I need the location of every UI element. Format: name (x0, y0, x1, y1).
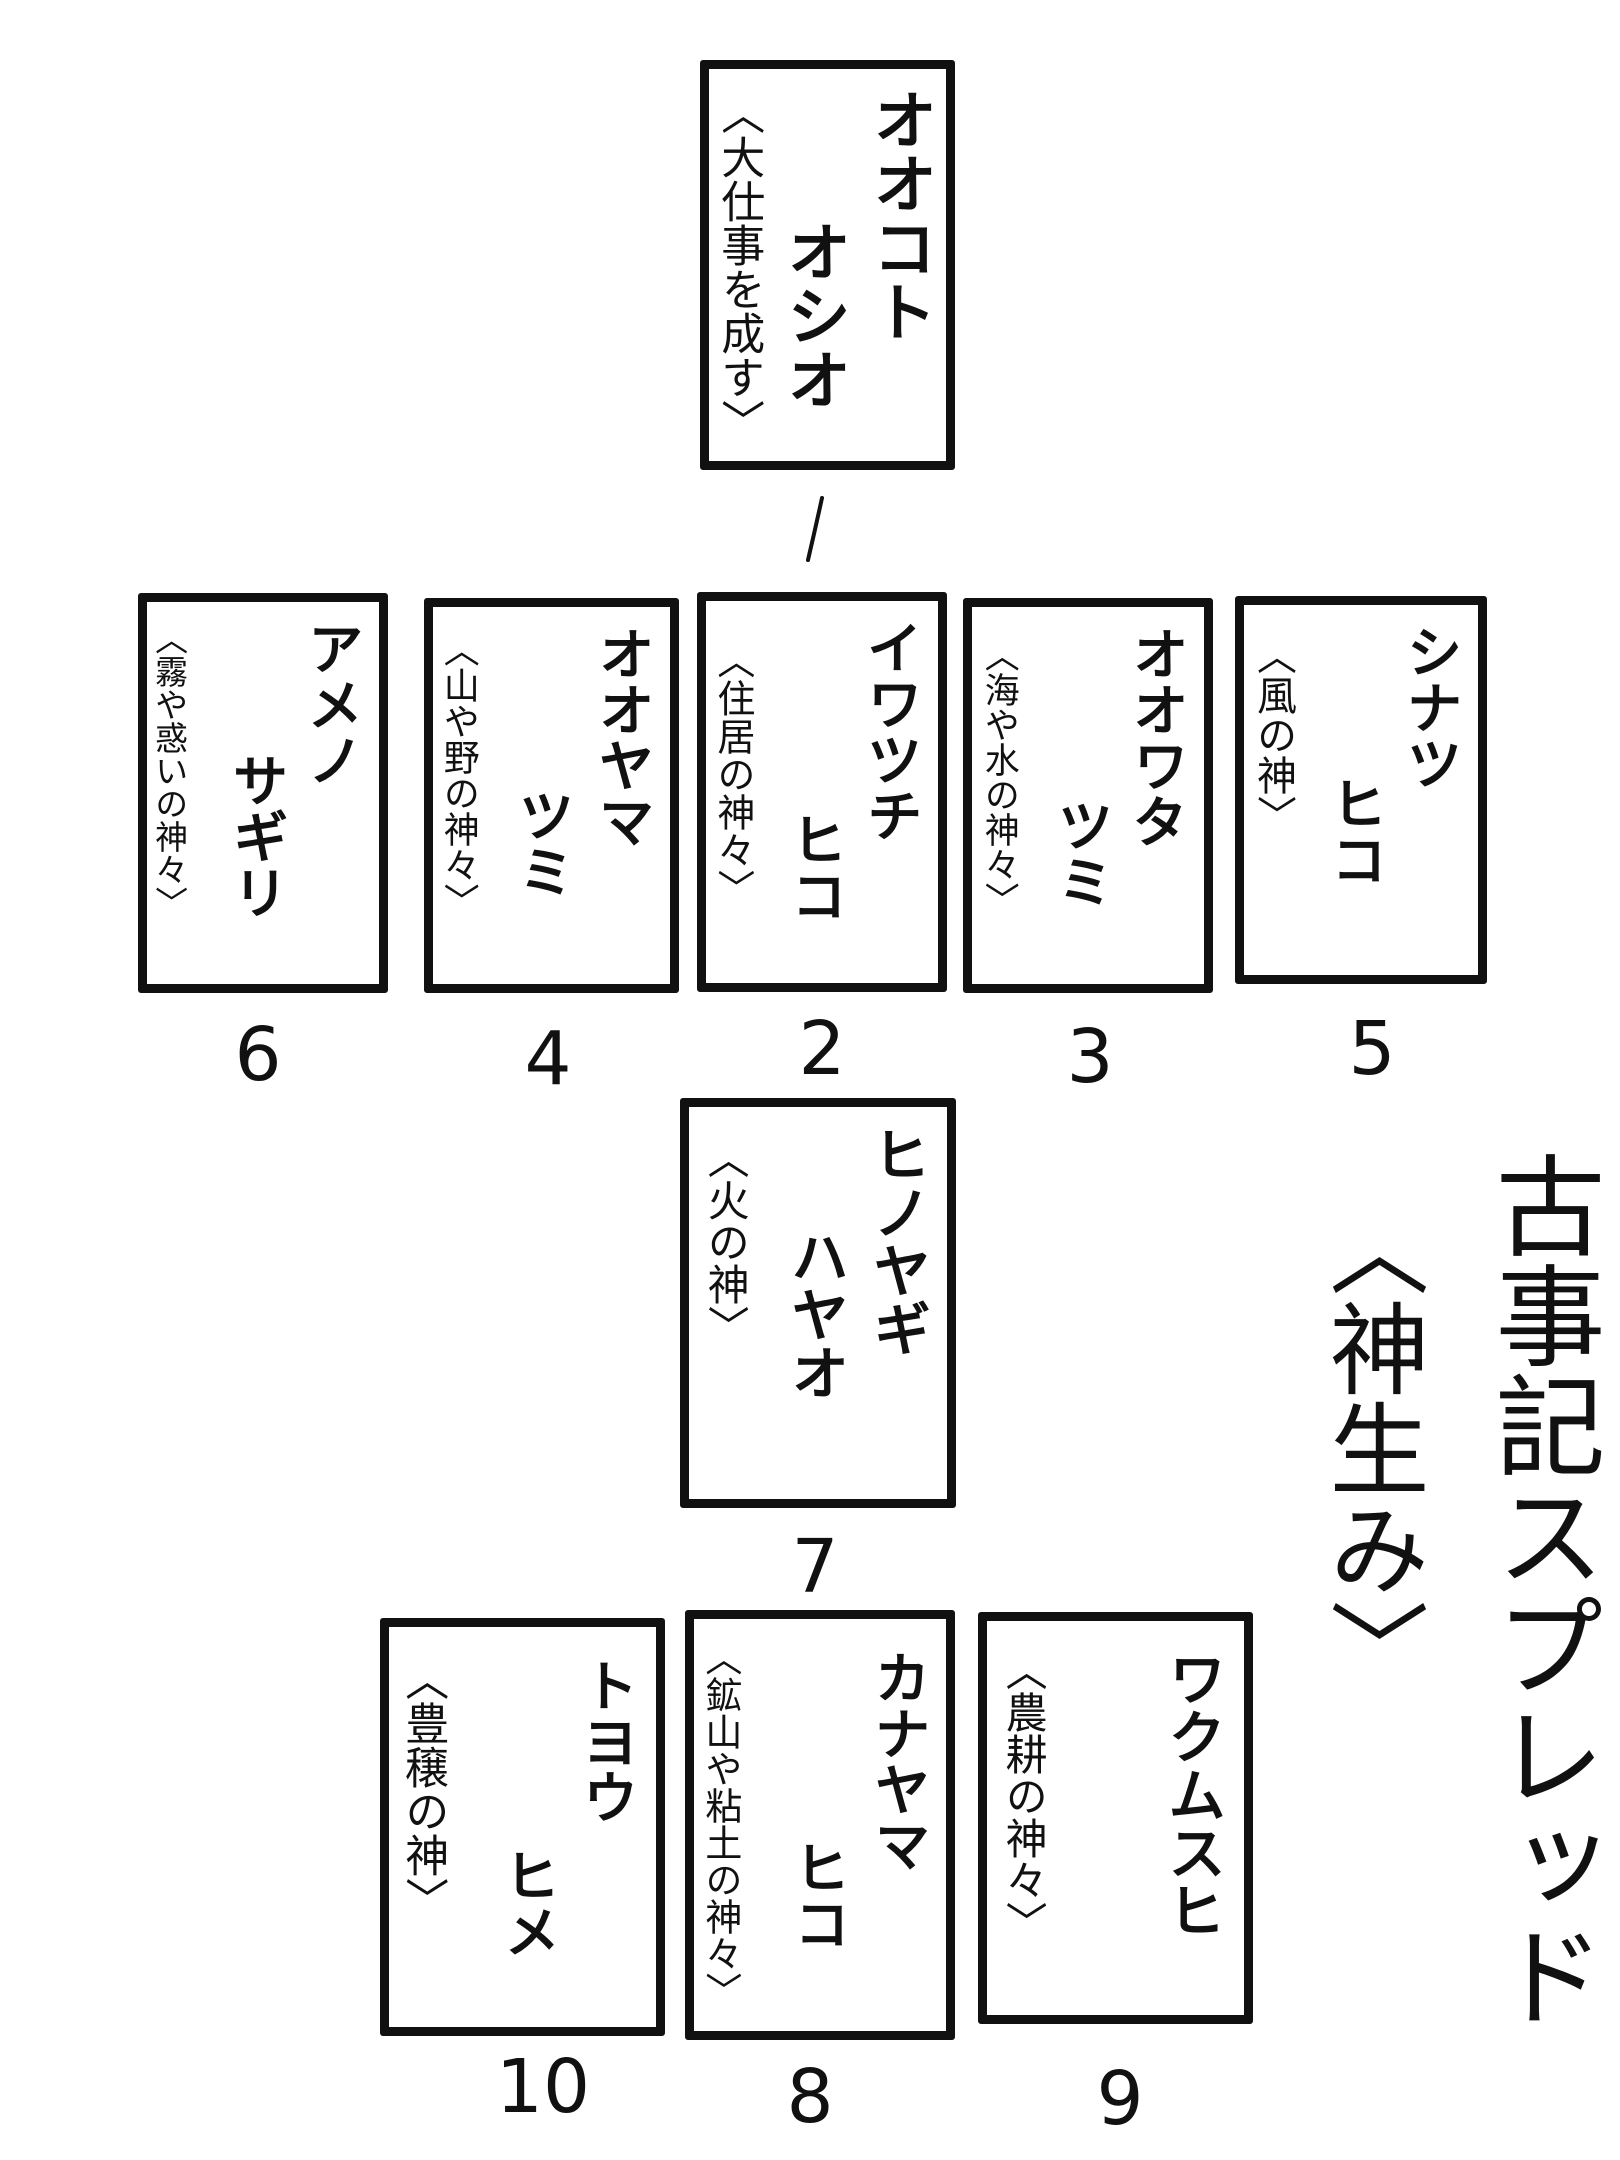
card-1-desc: 〈大仕事を成す〉 (713, 91, 765, 443)
card-5-desc: 〈風の神〉 (1250, 635, 1296, 835)
card-3-name-line1: オオワタ (1123, 625, 1188, 849)
card-6-number: 6 (234, 1012, 282, 1098)
card-3-number: 3 (1066, 1014, 1114, 1100)
card-1[interactable]: オオコト オシオ 〈大仕事を成す〉 (700, 60, 955, 470)
card-2[interactable]: イワツチ ヒコ 〈住居の神々〉 (697, 592, 947, 992)
card-5-number: 5 (1348, 1006, 1396, 1092)
card-8[interactable]: カナヤマ ヒコ 〈鉱山や粘土の神々〉 (685, 1610, 955, 2040)
card-9-number: 9 (1096, 2056, 1144, 2142)
card-9[interactable]: ワクムスヒ 〈農耕の神々〉 (978, 1612, 1253, 2024)
card-10-name-line2: ヒメ (495, 1847, 560, 1959)
card-5[interactable]: シナツ ヒコ 〈風の神〉 (1235, 596, 1487, 984)
card-9-name: ワクムスヒ (1158, 1649, 1226, 1939)
card-4-name-line1: オオヤマ (589, 625, 654, 849)
card-7-name-line1: ヒノヤギ (863, 1125, 931, 1357)
card-2-name-line2: ヒコ (782, 811, 847, 923)
card-10-name-line1: トヨウ (573, 1657, 638, 1825)
card-7-name-line2: ハヤオ (781, 1227, 849, 1401)
card-6-name-line2: サギリ (223, 752, 288, 920)
card-4[interactable]: オオヤマ ツミ 〈山や野の神々〉 (424, 598, 679, 993)
card-5-name-line2: ヒコ (1322, 775, 1387, 887)
card-4-number: 4 (524, 1016, 572, 1102)
card-2-number: 2 (798, 1006, 846, 1092)
card-2-desc: 〈住居の神々〉 (710, 641, 755, 907)
card-8-number: 8 (786, 2054, 834, 2140)
card-1-name-line2: オシオ (776, 219, 850, 411)
card-10[interactable]: トヨウ ヒメ 〈豊穣の神〉 (380, 1618, 665, 2036)
card-1-name-line1: オオコト (862, 87, 936, 343)
card-8-desc: 〈鉱山や粘土の神々〉 (698, 1639, 742, 2009)
card-9-desc: 〈農耕の神々〉 (999, 1649, 1049, 1943)
card-5-name-line1: シナツ (1397, 623, 1462, 791)
card-2-name-line1: イワツチ (857, 619, 922, 843)
card-4-name-line2: ツミ (509, 787, 574, 899)
card-7-number: 7 (791, 1524, 839, 1610)
card-7-desc: 〈火の神〉 (701, 1137, 751, 1347)
card-6[interactable]: アメノ サギリ 〈霧や惑いの神々〉 (138, 593, 388, 993)
spread-title: 古事記スプレッド (1476, 1150, 1605, 2030)
card-7[interactable]: ヒノヤギ ハヤオ 〈火の神〉 (680, 1098, 956, 1508)
card-3[interactable]: オオワタ ツミ 〈海や水の神々〉 (963, 598, 1213, 993)
spread-subtitle: 〈神生み〉 (1312, 1198, 1429, 1698)
card-6-desc: 〈霧や惑いの神々〉 (149, 622, 189, 919)
card-8-name-line1: カナヤマ (865, 1649, 930, 1873)
card-10-desc: 〈豊穣の神〉 (397, 1657, 449, 1921)
card-3-desc: 〈海や水の神々〉 (978, 637, 1019, 917)
card-4-desc: 〈山や野の神々〉 (437, 631, 479, 919)
card-3-name-line2: ツミ (1048, 797, 1113, 909)
card-8-name-line2: ヒコ (785, 1839, 850, 1951)
card-10-number: 10 (495, 2044, 591, 2130)
card-6-name-line1: アメノ (298, 620, 363, 788)
